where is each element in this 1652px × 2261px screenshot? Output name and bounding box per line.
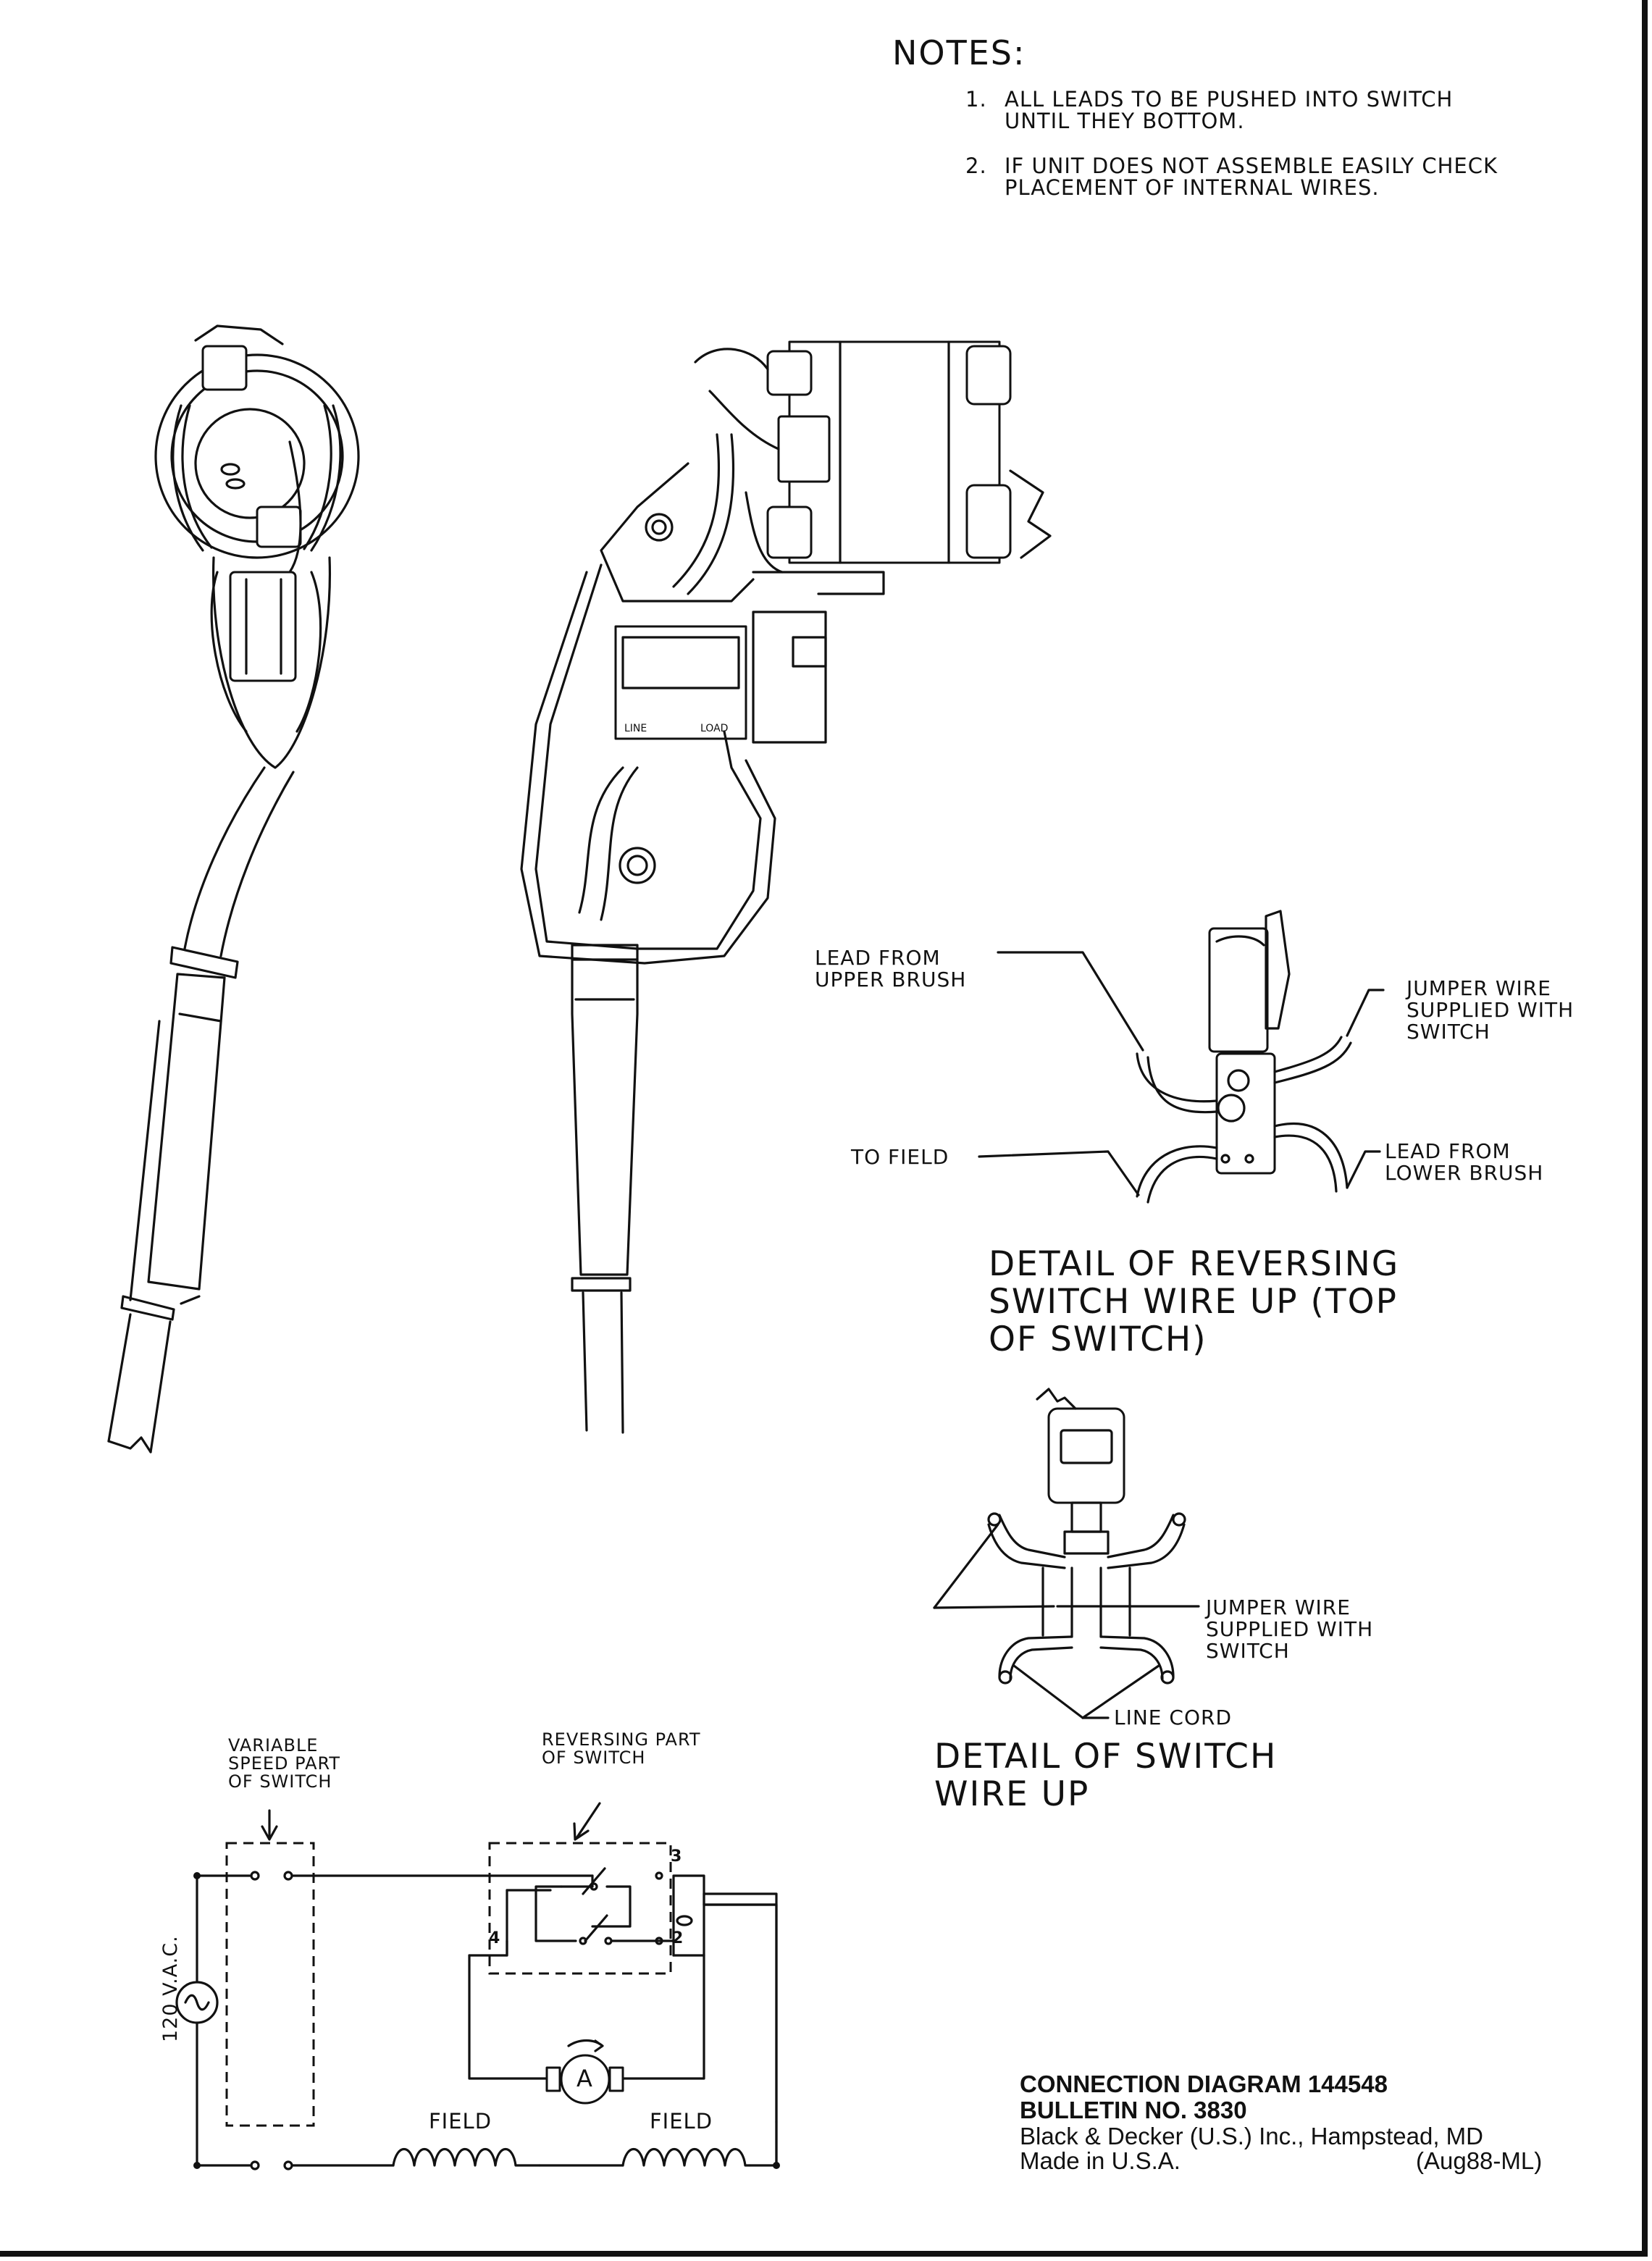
- drill-side-view: [520, 340, 1052, 1434]
- terminal-3-label: 3: [671, 1847, 682, 1866]
- jumper-wire-label-bottom: JUMPER WIRE SUPPLIED WITH SWITCH: [1206, 1595, 1374, 1663]
- to-field-label: TO FIELD: [851, 1145, 949, 1169]
- switch-line-label: LINE: [624, 723, 647, 734]
- drill-rear-view: [107, 324, 360, 1454]
- jumper-wire-label-top: JUMPER WIRE SUPPLIED WITH SWITCH: [1406, 976, 1575, 1044]
- switch-wireup-detail: [933, 1388, 1200, 1719]
- terminal-4-label: 4: [489, 1929, 500, 1947]
- switch-load-label: LOAD: [700, 723, 729, 734]
- title-block-company: Black & Decker (U.S.) Inc., Hampstead, M…: [1020, 2123, 1484, 2149]
- reversing-part-label: REVERSING PART OF SWITCH: [542, 1729, 701, 1768]
- variable-speed-label: VARIABLE SPEED PART OF SWITCH: [228, 1735, 341, 1792]
- field-label-left: FIELD: [429, 2109, 492, 2134]
- note-2-number: 2.: [965, 154, 987, 178]
- title-block-date-code: (Aug88-ML): [1416, 2147, 1543, 2174]
- armature-label: A: [576, 2065, 592, 2092]
- wiring-schematic: [175, 1802, 780, 2170]
- lead-from-lower-brush-label: LEAD FROM LOWER BRUSH: [1385, 1139, 1544, 1185]
- note-1-number: 1.: [965, 87, 987, 112]
- lead-from-upper-brush-label: LEAD FROM UPPER BRUSH: [815, 946, 967, 991]
- note-2-text: IF UNIT DOES NOT ASSEMBLE EASILY CHECK P…: [1005, 154, 1498, 200]
- title-block-bulletin: BULLETIN NO. 3830: [1020, 2097, 1247, 2123]
- switch-detail-caption: DETAIL OF SWITCH WIRE UP: [934, 1737, 1278, 1814]
- reversing-switch-detail: [978, 910, 1385, 1204]
- field-label-right: FIELD: [650, 2109, 713, 2134]
- line-cord-label: LINE CORD: [1114, 1706, 1232, 1729]
- terminal-2-label: 2: [672, 1929, 684, 1947]
- notes-heading: NOTES:: [892, 33, 1026, 72]
- note-1-text: ALL LEADS TO BE PUSHED INTO SWITCH UNTIL…: [1005, 87, 1454, 133]
- reversing-detail-caption: DETAIL OF REVERSING SWITCH WIRE UP (TOP …: [989, 1244, 1400, 1359]
- title-block-made-in: Made in U.S.A.: [1020, 2147, 1181, 2174]
- title-block-diagram-number: CONNECTION DIAGRAM 144548: [1020, 2071, 1388, 2097]
